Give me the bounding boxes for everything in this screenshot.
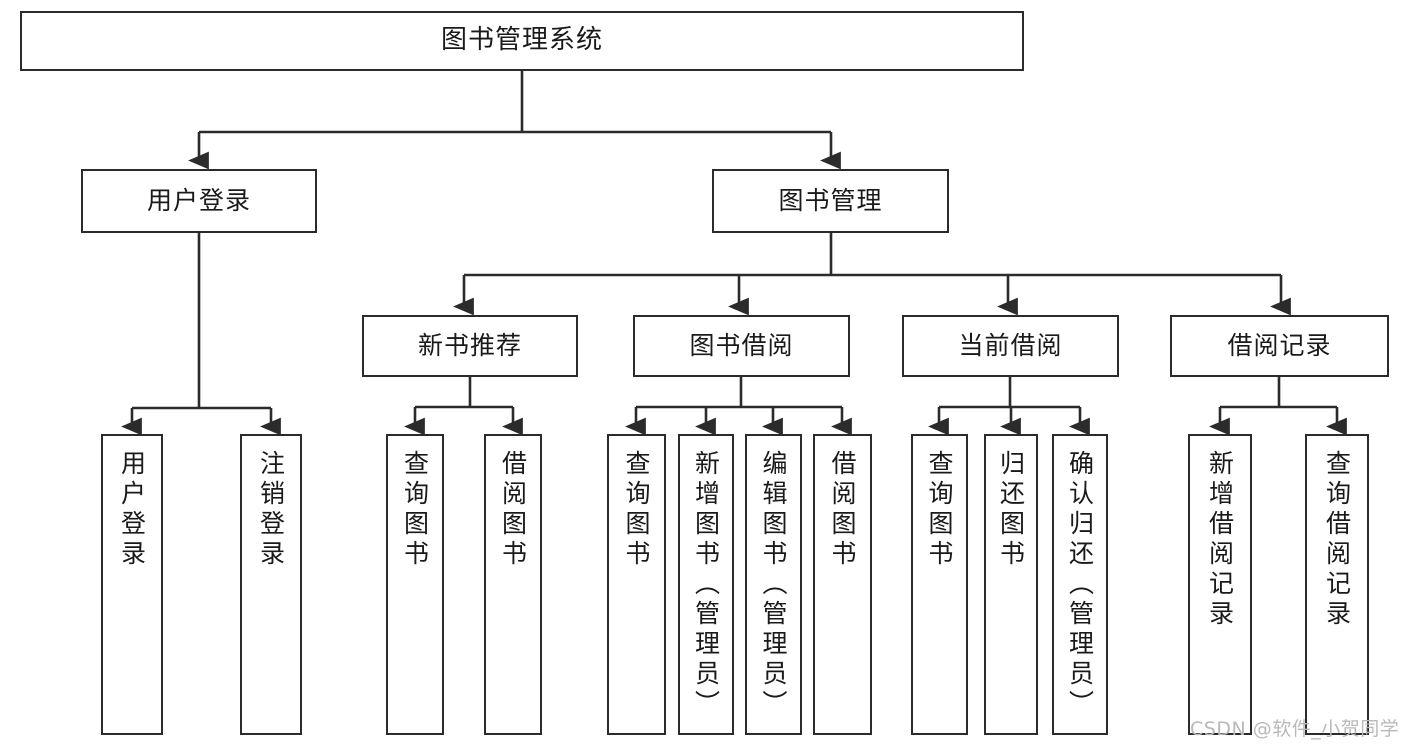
node-label: 当前借阅 <box>958 331 1063 360</box>
node-book-management[interactable]: 图书管理 <box>712 169 949 233</box>
node-leaf-query-book-recommend[interactable]: 查询图书 <box>386 434 444 735</box>
node-label: 借阅图书 <box>498 450 528 570</box>
node-current-borrow[interactable]: 当前借阅 <box>902 315 1119 377</box>
node-leaf-edit-book-admin[interactable]: 编辑图书（管理员） <box>745 434 802 735</box>
node-label: 编辑图书（管理员） <box>759 450 788 720</box>
node-label: 查询图书 <box>622 450 651 570</box>
node-user-login[interactable]: 用户登录 <box>81 169 317 233</box>
node-leaf-confirm-return-admin[interactable]: 确认归还（管理员） <box>1052 434 1108 735</box>
node-label: 借阅图书 <box>828 450 857 570</box>
node-label: 新书推荐 <box>417 331 522 360</box>
node-label: 归还图书 <box>996 450 1026 570</box>
node-label: 查询图书 <box>400 450 430 570</box>
node-borrow-record[interactable]: 借阅记录 <box>1170 315 1389 377</box>
node-book-borrow[interactable]: 图书借阅 <box>633 315 850 377</box>
node-label: 用户登录 <box>146 186 251 215</box>
node-label: 查询图书 <box>925 450 954 570</box>
node-label: 新增借阅记录 <box>1205 450 1235 630</box>
node-label: 新增图书（管理员） <box>691 450 721 720</box>
node-label: 用户登录 <box>117 450 147 570</box>
node-label: 借阅记录 <box>1227 331 1332 360</box>
node-root-book-management-system[interactable]: 图书管理系统 <box>20 11 1024 71</box>
node-label: 图书借阅 <box>689 331 794 360</box>
node-leaf-add-borrow-record[interactable]: 新增借阅记录 <box>1188 434 1252 735</box>
node-new-book-recommend[interactable]: 新书推荐 <box>362 315 578 377</box>
node-leaf-query-borrow-record[interactable]: 查询借阅记录 <box>1305 434 1369 735</box>
node-leaf-query-book[interactable]: 查询图书 <box>607 434 666 735</box>
node-leaf-add-book-admin[interactable]: 新增图书（管理员） <box>678 434 734 735</box>
node-label: 确认归还（管理员） <box>1065 450 1095 720</box>
node-label: 图书管理 <box>778 186 883 215</box>
node-leaf-query-book-current[interactable]: 查询图书 <box>911 434 968 735</box>
node-leaf-user-login[interactable]: 用户登录 <box>101 434 163 735</box>
node-leaf-logout[interactable]: 注销登录 <box>240 434 302 735</box>
node-leaf-borrow-book-recommend[interactable]: 借阅图书 <box>484 434 542 735</box>
node-leaf-borrow-book[interactable]: 借阅图书 <box>813 434 872 735</box>
node-label: 注销登录 <box>256 450 286 570</box>
node-label: 图书管理系统 <box>440 25 603 56</box>
node-leaf-return-book[interactable]: 归还图书 <box>984 434 1038 735</box>
node-label: 查询借阅记录 <box>1322 450 1352 630</box>
csdn-watermark: CSDN @软件_小贺同学 <box>1190 718 1400 740</box>
